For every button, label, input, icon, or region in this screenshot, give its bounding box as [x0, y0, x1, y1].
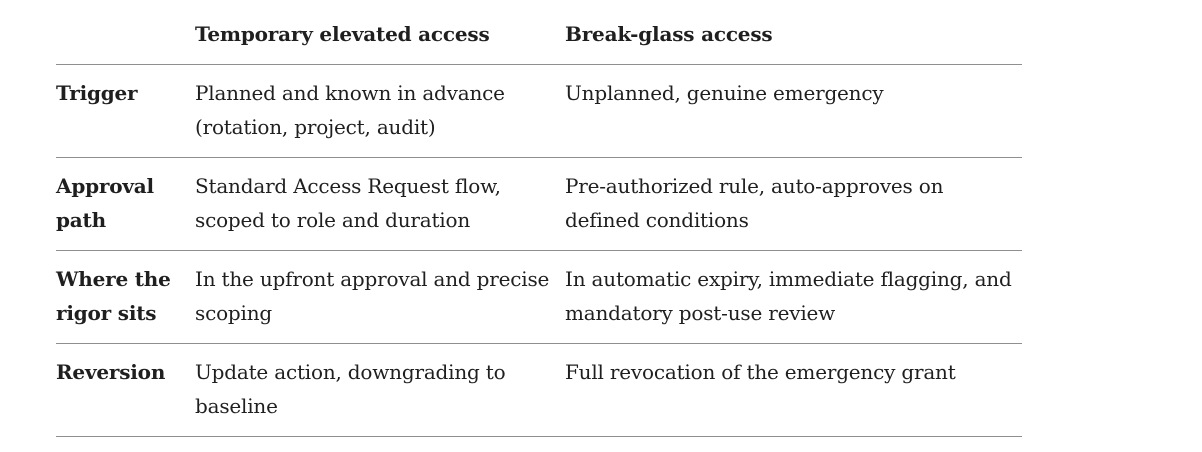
cell-temporary: In the upfront approval and precise scop…: [195, 267, 550, 325]
table-row: Approval path Standard Access Request fl…: [56, 158, 1022, 251]
table-row: Where the rigor sits In the upfront appr…: [56, 251, 1022, 344]
comparison-table: Temporary elevated access Break-glass ac…: [56, 0, 1022, 437]
header-label-cell: [56, 0, 195, 64]
row-label: Approval path: [56, 174, 154, 232]
cell-temporary: Standard Access Request flow, scoped to …: [195, 174, 501, 232]
header-temporary-elevated-access: Temporary elevated access: [195, 22, 490, 46]
cell-break-glass: In automatic expiry, immediate flagging,…: [565, 267, 1012, 325]
cell-temporary: Update action, downgrading to baseline: [195, 360, 506, 418]
cell-break-glass: Full revocation of the emergency grant: [565, 360, 956, 384]
table-row: Reversion Update action, downgrading to …: [56, 344, 1022, 437]
cell-temporary: Planned and known in advance (rotation, …: [195, 81, 505, 139]
table-header-row: Temporary elevated access Break-glass ac…: [56, 0, 1022, 65]
table-row: Trigger Planned and known in advance (ro…: [56, 65, 1022, 158]
cell-break-glass: Pre-authorized rule, auto-approves on de…: [565, 174, 944, 232]
header-break-glass-access: Break-glass access: [565, 22, 773, 46]
row-label: Where the rigor sits: [56, 267, 171, 325]
row-label: Trigger: [56, 81, 138, 105]
row-label: Reversion: [56, 360, 166, 384]
cell-break-glass: Unplanned, genuine emergency: [565, 81, 884, 105]
